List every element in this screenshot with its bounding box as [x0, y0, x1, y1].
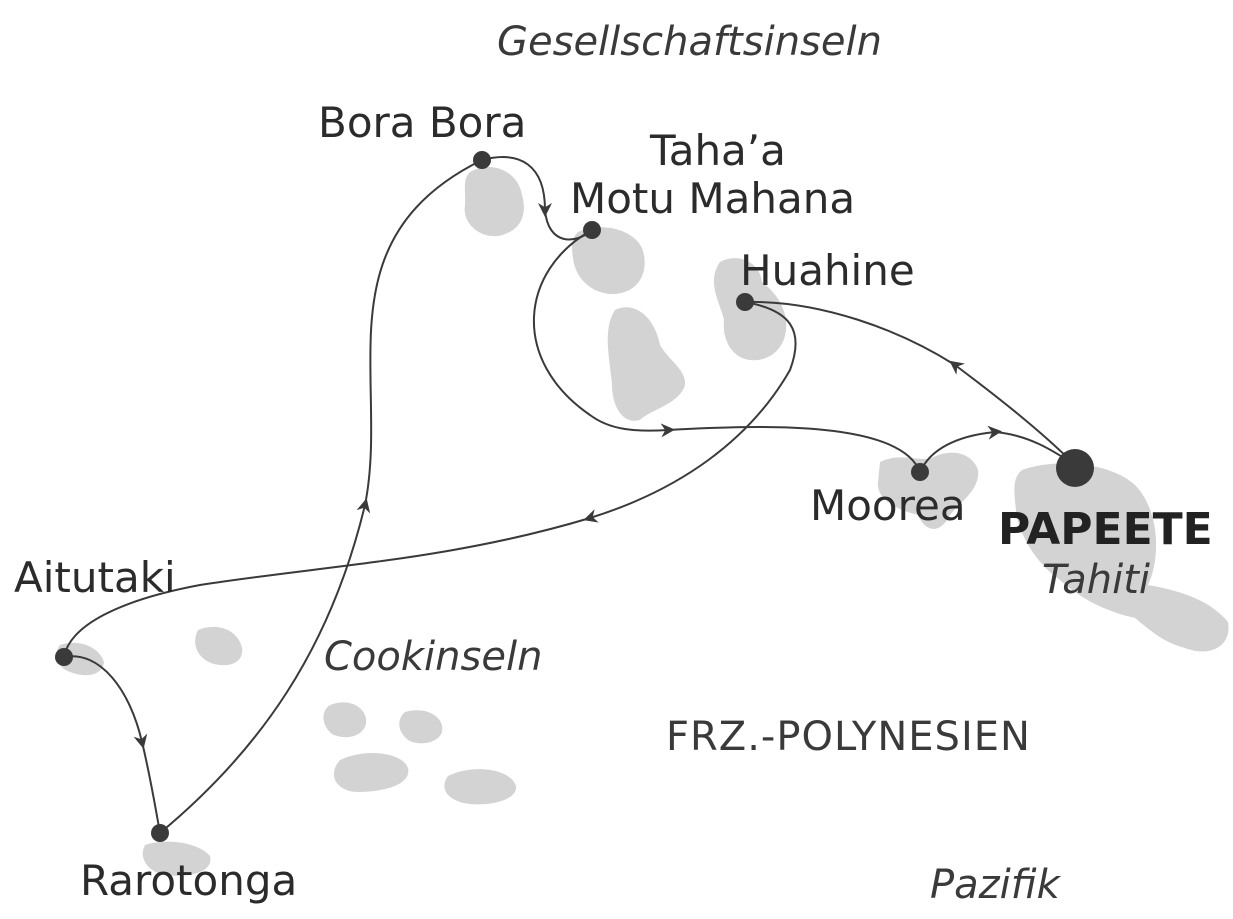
- island-cook-4: [333, 753, 409, 792]
- island-raiatea: [607, 307, 686, 421]
- island-label-tahiti: Tahiti: [1042, 557, 1151, 603]
- route-huahine-aitutaki-2: [63, 517, 591, 658]
- stop-label-tahaa: Taha’a: [650, 126, 786, 175]
- stop-marker-moorea: [911, 463, 929, 481]
- island-tahiti: [1014, 463, 1229, 652]
- stop-label-papeete: PAPEETE: [998, 504, 1213, 555]
- stop-marker-rarotonga: [151, 824, 169, 842]
- stop-marker-aitutaki: [55, 648, 73, 666]
- stop-label-rarotonga: Rarotonga: [80, 856, 298, 905]
- islands: [56, 166, 1229, 876]
- route-aitutaki-rarotonga-2: [141, 741, 161, 834]
- region-label-cook-islands: Cookinseln: [324, 634, 543, 680]
- route-rarotonga-borabora-2: [364, 159, 483, 506]
- stop-label-aitutaki: Aitutaki: [14, 553, 176, 602]
- island-moorea: [877, 452, 979, 529]
- island-cook-5: [444, 769, 517, 805]
- route-borabora-tahaa: [481, 156, 552, 217]
- route-papeete-huahine-2: [744, 300, 956, 366]
- route-huahine-aitutaki: [583, 301, 797, 523]
- island-bora-bora: [464, 166, 524, 237]
- stop-marker-tahaa: [583, 221, 601, 239]
- route-papeete-huahine: [949, 360, 1076, 466]
- stop-label-bora-bora: Bora Bora: [318, 98, 527, 147]
- island-cook-3: [399, 710, 443, 744]
- route-aitutaki-rarotonga: [63, 655, 148, 749]
- island-rarotonga: [142, 841, 211, 876]
- stop-marker-huahine: [736, 293, 754, 311]
- country-label-french-polynesia: FRZ.-POLYNESIEN: [666, 714, 1031, 760]
- stop-label-motu-mahana: Motu Mahana: [570, 174, 856, 223]
- region-label-society-islands: Gesellschaftsinseln: [497, 19, 882, 65]
- cruise-route: [63, 156, 1076, 834]
- island-tahaa: [572, 227, 645, 295]
- island-cook-1: [195, 626, 243, 666]
- island-cook-2: [323, 702, 367, 738]
- stop-label-huahine: Huahine: [740, 246, 915, 295]
- route-tahaa-moorea: [532, 229, 675, 438]
- stops: [55, 151, 1094, 842]
- stop-marker-bora-bora: [473, 151, 491, 169]
- ocean-label-pacific: Pazifik: [930, 862, 1060, 908]
- route-tahaa-moorea-2: [667, 426, 921, 473]
- stop-label-moorea: Moorea: [810, 481, 966, 530]
- stop-marker-papeete: [1056, 449, 1094, 487]
- route-rarotonga-borabora: [159, 498, 371, 834]
